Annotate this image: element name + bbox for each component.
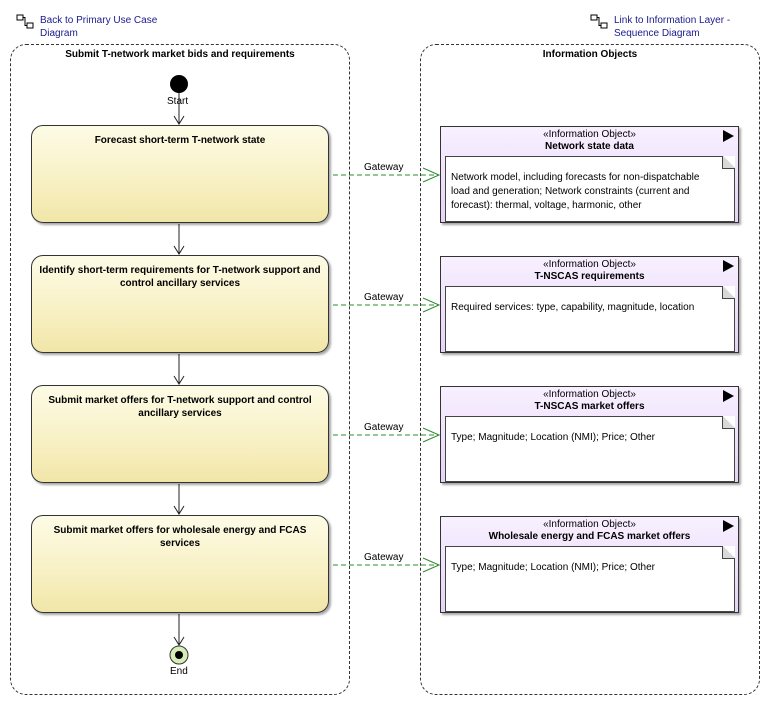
info-object-tnscas-market-offers[interactable]: «Information Object» T-NSCAS market offe…: [440, 386, 739, 483]
information-objects-lane: Information Objects: [420, 44, 760, 695]
object-name: Network state data: [545, 141, 634, 152]
action-submit-wholesale-offers[interactable]: Submit market offers for wholesale energ…: [31, 515, 329, 613]
diagram-link-icon: [16, 14, 34, 29]
object-arrow-icon: [723, 130, 734, 142]
action-label: Submit market offers for wholesale energ…: [53, 525, 307, 549]
action-identify-requirements[interactable]: Identify short-term requirements for T-n…: [31, 255, 329, 353]
action-submit-tnscas-offers[interactable]: Submit market offers for T-network suppo…: [31, 385, 329, 483]
gateway-label: Gateway: [364, 422, 404, 433]
object-name: T-NSCAS requirements: [534, 271, 645, 282]
process-lane-title: Submit T-network market bids and require…: [65, 49, 295, 60]
object-note-text: Network model, including forecasts for n…: [451, 172, 700, 211]
info-link-line1: Link to Information Layer -: [614, 15, 731, 26]
action-forecast-network-state[interactable]: Forecast short-term T-network state: [31, 125, 329, 223]
note-fold-icon: [722, 286, 735, 299]
object-note: Type; Magnitude; Location (NMI); Price; …: [445, 416, 735, 482]
back-to-primary-use-case-link[interactable]: Back to Primary Use Case Diagram: [16, 14, 157, 40]
back-link-line2: Diagram: [40, 28, 78, 39]
object-note-text: Required services: type, capability, mag…: [451, 302, 695, 313]
information-layer-link[interactable]: Link to Information Layer - Sequence Dia…: [590, 14, 730, 40]
note-fold-icon: [722, 416, 735, 429]
object-note: Required services: type, capability, mag…: [445, 286, 735, 352]
action-label: Identify short-term requirements for T-n…: [39, 265, 321, 289]
note-fold-icon: [722, 156, 735, 169]
action-label: Forecast short-term T-network state: [94, 135, 266, 146]
gateway-label: Gateway: [364, 552, 404, 563]
gateway-label: Gateway: [364, 292, 404, 303]
object-stereotype: «Information Object»: [543, 519, 636, 530]
object-arrow-icon: [723, 390, 734, 402]
start-node: [170, 75, 188, 93]
object-stereotype: «Information Object»: [543, 389, 636, 400]
object-note: Type; Magnitude; Location (NMI); Price; …: [445, 546, 735, 612]
object-arrow-icon: [723, 520, 734, 532]
object-name: Wholesale energy and FCAS market offers: [488, 531, 691, 542]
information-objects-lane-title: Information Objects: [542, 49, 638, 60]
object-note-text: Type; Magnitude; Location (NMI); Price; …: [451, 432, 655, 443]
gateway-label: Gateway: [364, 162, 404, 173]
end-node-inner: [175, 651, 183, 659]
object-name: T-NSCAS market offers: [534, 401, 645, 412]
object-stereotype: «Information Object»: [543, 259, 636, 270]
note-fold-icon: [722, 546, 735, 559]
info-object-wholesale-fcas-offers[interactable]: «Information Object» Wholesale energy an…: [440, 516, 739, 613]
object-note-text: Type; Magnitude; Location (NMI); Price; …: [451, 562, 655, 573]
object-note: Network model, including forecasts for n…: [445, 156, 735, 222]
info-object-tnscas-requirements[interactable]: «Information Object» T-NSCAS requirement…: [440, 256, 739, 353]
object-stereotype: «Information Object»: [543, 129, 636, 140]
end-label: End: [170, 666, 188, 677]
start-label: Start: [167, 96, 189, 107]
object-arrow-icon: [723, 260, 734, 272]
info-object-network-state-data[interactable]: «Information Object» Network state data …: [440, 126, 739, 223]
info-link-line2: Sequence Diagram: [614, 28, 700, 39]
back-link-line1: Back to Primary Use Case: [40, 15, 158, 26]
diagram-link-icon: [590, 14, 608, 29]
process-lane: Submit T-network market bids and require…: [10, 44, 350, 695]
action-label: Submit market offers for T-network suppo…: [48, 395, 312, 419]
